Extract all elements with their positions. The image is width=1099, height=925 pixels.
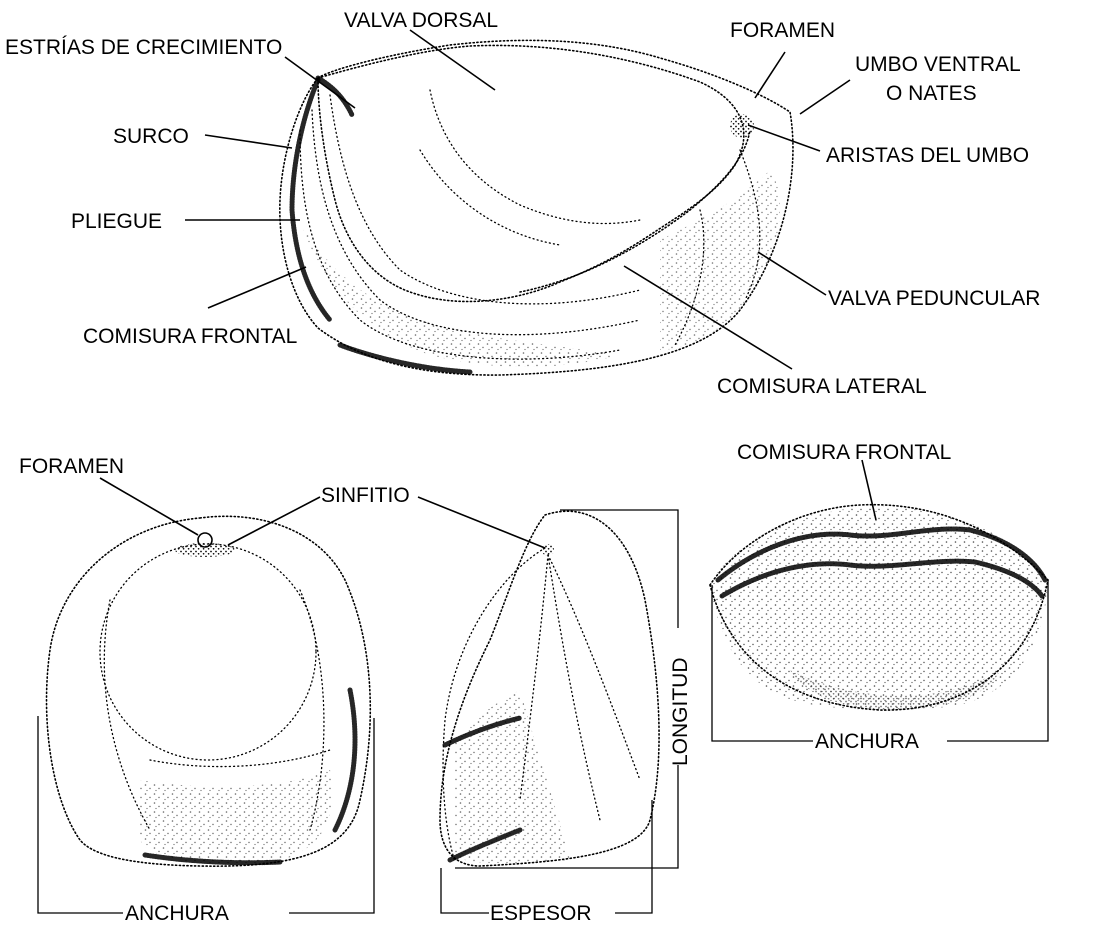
label-valva-dorsal: VALVA DORSAL bbox=[344, 9, 498, 32]
length-bracket-top bbox=[560, 510, 678, 628]
label-longitud: LONGITUD bbox=[669, 657, 692, 766]
leader-aristas bbox=[748, 125, 820, 151]
leader-umbo-ventral bbox=[800, 80, 850, 114]
growth-line-5 bbox=[420, 150, 560, 245]
dorsal-view-shell bbox=[47, 516, 371, 866]
label-aristas-umbo: ARISTAS DEL UMBO bbox=[826, 144, 1029, 167]
top-view-shell bbox=[280, 40, 793, 375]
label-comisura-frontal-right: COMISURA FRONTAL bbox=[737, 441, 951, 464]
growth-line-4 bbox=[430, 90, 640, 224]
lateral-stipple bbox=[455, 690, 570, 863]
dorsal-width-bracket-left bbox=[38, 716, 123, 913]
leader-surco bbox=[205, 135, 292, 148]
growth-line-1 bbox=[300, 130, 620, 359]
dorsal-growth-lower bbox=[150, 750, 330, 767]
label-foramen-top: FORAMEN bbox=[730, 19, 835, 42]
lateral-view-shell bbox=[440, 511, 659, 866]
lateral-growth-1 bbox=[548, 555, 640, 780]
front-stipple bbox=[300, 220, 620, 367]
label-surco: SURCO bbox=[113, 125, 189, 148]
label-sinfitio: SINFITIO bbox=[321, 484, 410, 507]
lateral-growth-2 bbox=[548, 555, 600, 820]
leader-valva-peduncular bbox=[758, 252, 826, 295]
sinfitio-patch bbox=[175, 543, 235, 557]
leader-sinfitio-right bbox=[418, 497, 545, 548]
growth-striae-band bbox=[318, 78, 352, 115]
label-o-nates: O NATES bbox=[886, 82, 977, 105]
label-valva-peduncular: VALVA PEDUNCULAR bbox=[828, 287, 1040, 310]
label-umbo-ventral: UMBO VENTRAL bbox=[855, 53, 1021, 76]
label-anchura-dorsal: ANCHURA bbox=[125, 902, 229, 925]
label-comisura-frontal-top: COMISURA FRONTAL bbox=[83, 325, 297, 348]
dorsal-inner-circle bbox=[100, 544, 316, 760]
label-anchura-frontal: ANCHURA bbox=[815, 730, 919, 753]
frontal-view-shell bbox=[710, 505, 1048, 710]
peduncular-stipple bbox=[660, 170, 780, 350]
leader-valva-dorsal bbox=[410, 30, 495, 90]
top-view-labels: VALVA DORSAL ESTRÍAS DE CRECIMIENTO FORA… bbox=[5, 9, 1040, 398]
label-pliegue: PLIEGUE bbox=[71, 210, 162, 233]
thickness-bracket-right bbox=[615, 800, 652, 913]
label-foramen-bottom: FORAMEN bbox=[19, 455, 124, 478]
leader-estrias bbox=[285, 57, 355, 108]
leader-comisura-frontal bbox=[208, 267, 306, 308]
dorsal-stipple bbox=[140, 770, 332, 864]
growth-line-3 bbox=[330, 95, 640, 304]
label-espesor: ESPESOR bbox=[490, 902, 592, 925]
lateral-sinfitio-spot bbox=[542, 544, 554, 556]
thickness-bracket-left bbox=[441, 868, 489, 913]
dorsal-right-band bbox=[335, 690, 355, 830]
leader-foramen-top bbox=[755, 52, 785, 98]
label-comisura-lateral: COMISURA LATERAL bbox=[717, 375, 927, 398]
leader-foramen-bottom bbox=[100, 478, 198, 535]
label-estrias-crecimiento: ESTRÍAS DE CRECIMIENTO bbox=[5, 36, 282, 59]
